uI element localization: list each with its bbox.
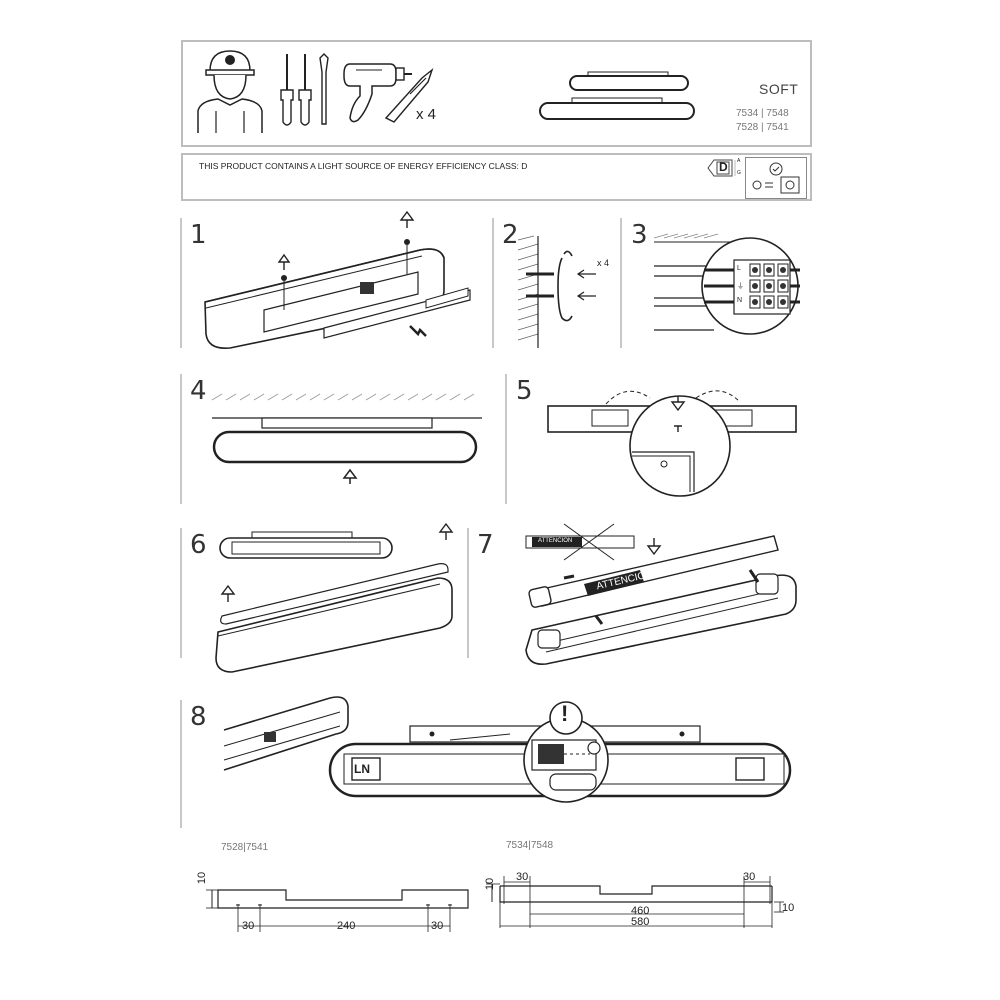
- dim-left-middle: 240: [337, 920, 356, 932]
- step-3-illustration: [653, 233, 800, 335]
- step-4-divider: [180, 374, 182, 504]
- step-7-illustration: [525, 523, 797, 666]
- step-5-illustration: [547, 390, 797, 497]
- dim-left-height: 10: [196, 871, 209, 885]
- dim-right-height: 10: [484, 877, 497, 891]
- dim-left-model: 7528|7541: [221, 842, 269, 853]
- step-1-divider: [180, 218, 182, 348]
- anchor-quantity: x 4: [416, 106, 437, 123]
- screwdrivers-icon: [280, 53, 329, 126]
- dim-right-side: 10: [782, 902, 795, 914]
- dim-right-top-right: 30: [743, 871, 756, 883]
- step-5-divider: [505, 374, 507, 504]
- product-name: SOFT: [759, 81, 799, 97]
- terminal-label-earth: ⏚: [737, 283, 744, 290]
- energy-scale-bottom: G: [737, 170, 741, 176]
- step-8-tube-mark: LN: [354, 762, 370, 776]
- drill-icon: [343, 63, 412, 123]
- step-7-number: 7: [477, 530, 494, 560]
- header-panel: [181, 40, 812, 147]
- screw-anchor-icon: [384, 67, 434, 123]
- energy-panel: [181, 153, 812, 201]
- product-silhouette: [539, 71, 695, 120]
- step-6-number: 6: [190, 530, 207, 560]
- step-8-number: 8: [190, 702, 207, 732]
- dim-right-overall: 580: [631, 916, 650, 928]
- dim-left-gap-right: 30: [431, 920, 444, 932]
- dim-right-model: 7534|7548: [506, 840, 554, 851]
- dim-right-inner: 460: [631, 905, 650, 917]
- energy-class-label-icon: [707, 159, 736, 177]
- model-numbers-2: 7528 | 7541: [736, 122, 789, 133]
- energy-class-letter: D: [719, 160, 728, 174]
- step-6-divider: [180, 528, 182, 658]
- step-8-illustration: [223, 696, 792, 803]
- installer-helmet-icon: [197, 50, 263, 133]
- step-3-number: 3: [631, 220, 648, 250]
- step-7-crossed-label: ATTENCION: [538, 538, 573, 544]
- dim-right-top-left: 30: [516, 871, 529, 883]
- step-3-divider: [620, 218, 622, 348]
- step-2-divider: [492, 218, 494, 348]
- step-7-divider: [467, 528, 469, 658]
- energy-scale-top: A: [737, 158, 741, 164]
- step-2-quantity: x 4: [597, 258, 610, 268]
- step-4-illustration: [211, 393, 482, 484]
- step-5-number: 5: [516, 376, 533, 406]
- energy-notice: THIS PRODUCT CONTAINS A LIGHT SOURCE OF …: [199, 161, 528, 171]
- step-6-illustration: [215, 522, 454, 673]
- dim-right-drawing: [486, 876, 784, 928]
- replaceable-light-source-icon: [745, 157, 807, 199]
- step-8-divider: [180, 700, 182, 828]
- step-2-number: 2: [502, 220, 519, 250]
- step-1-illustration: [204, 210, 471, 350]
- step-8-warning-mark: !: [561, 701, 569, 726]
- dim-left-drawing: [206, 889, 469, 932]
- terminal-label-l: L: [737, 265, 741, 272]
- model-numbers-1: 7534 | 7548: [736, 108, 789, 119]
- step-4-number: 4: [190, 376, 207, 406]
- terminal-label-n: N: [737, 297, 743, 304]
- dim-left-gap-left: 30: [242, 920, 255, 932]
- step-1-number: 1: [190, 220, 207, 250]
- step-2-illustration: [517, 235, 596, 348]
